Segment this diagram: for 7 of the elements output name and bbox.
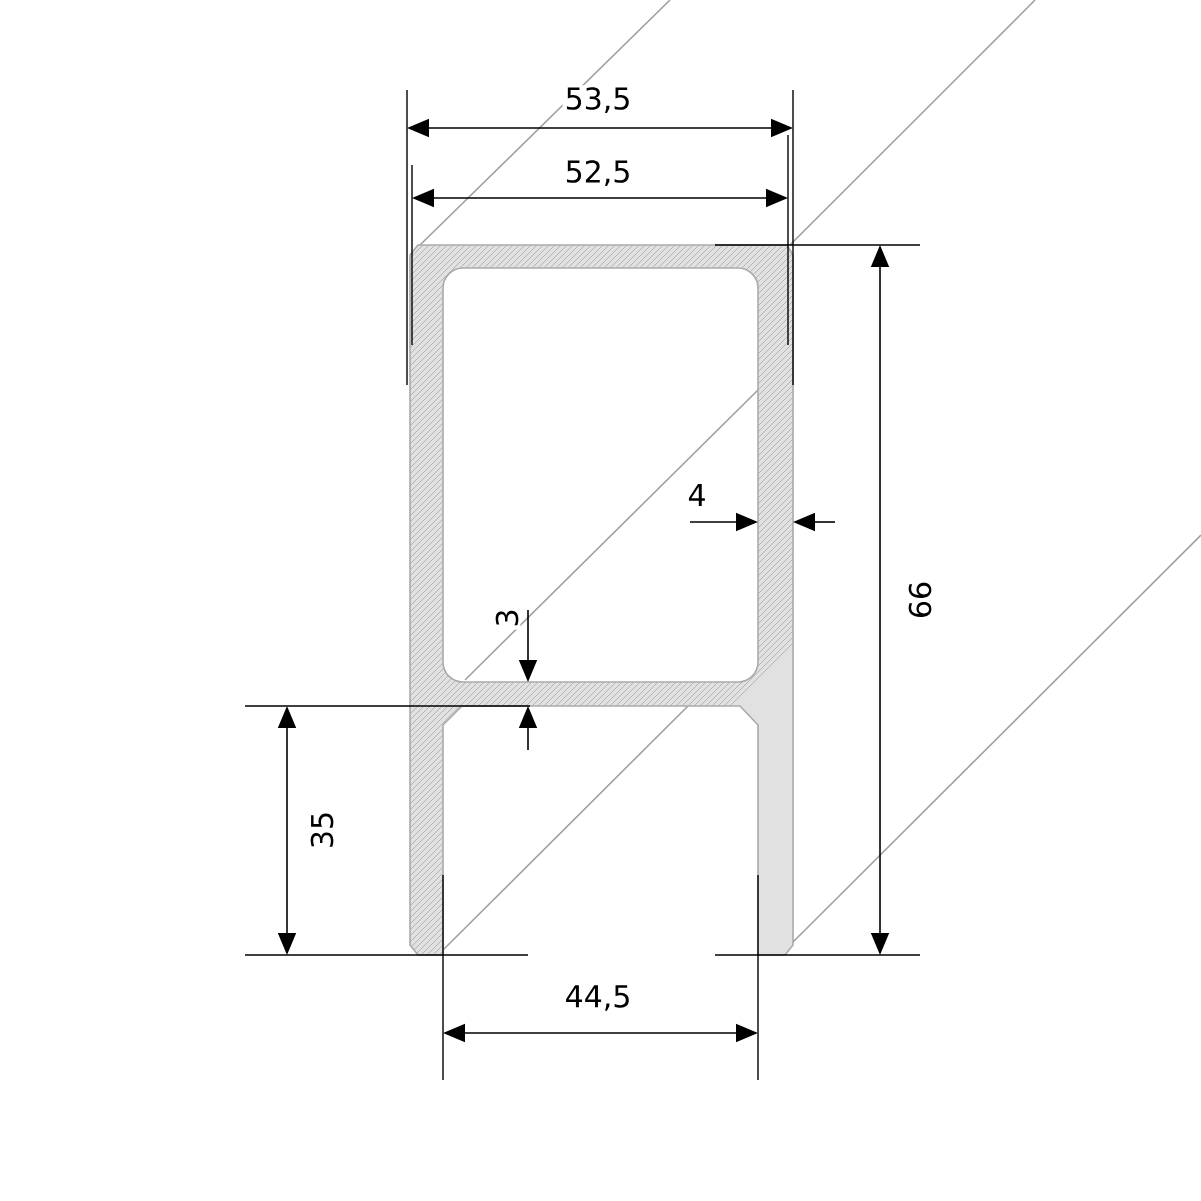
dimension-label: 44,5: [562, 983, 634, 1013]
dimension-label: 4: [685, 482, 709, 508]
dimension-label: 52,5: [562, 158, 634, 188]
dimension-label: 53,5: [562, 85, 634, 115]
dimension-label: 35: [308, 808, 336, 852]
dimension-label: 3: [493, 606, 521, 630]
dimension-label: 99: [906, 578, 934, 622]
